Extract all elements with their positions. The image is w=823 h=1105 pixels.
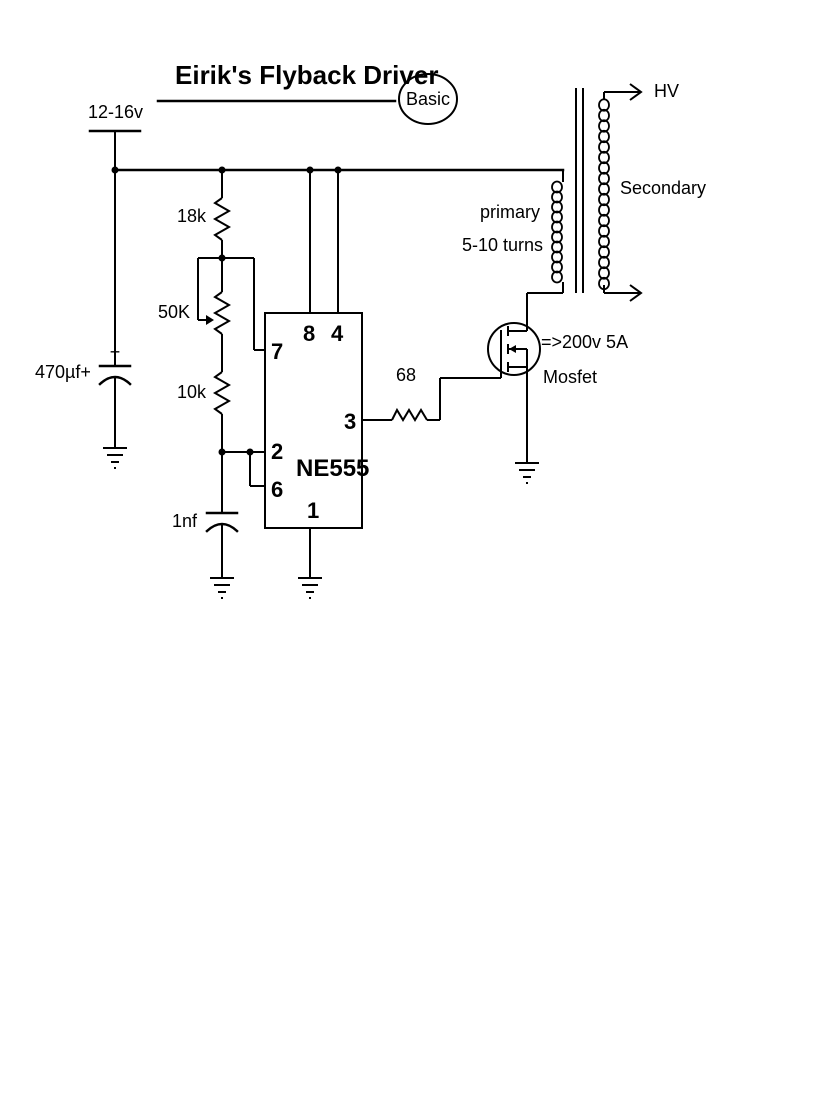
ic-ne555-label: NE555 bbox=[296, 455, 369, 482]
coil-loop bbox=[598, 140, 610, 154]
badge-outline bbox=[398, 73, 458, 125]
coil-loop bbox=[551, 240, 563, 254]
resistor-18k-label: 18k bbox=[177, 206, 207, 226]
coil-loop bbox=[598, 203, 610, 217]
coil-loop bbox=[551, 270, 563, 284]
pot-wiper-arrow-icon bbox=[206, 315, 214, 325]
ground-symbol bbox=[210, 577, 234, 599]
secondary-return-arrow-icon bbox=[629, 284, 643, 302]
coil-loop bbox=[598, 255, 610, 270]
primary-turns-label: 5-10 turns bbox=[462, 235, 543, 255]
resistor-68-label: 68 bbox=[396, 365, 416, 385]
potentiometer-50k bbox=[212, 291, 232, 335]
cap-bulk-label: 470µf+ bbox=[35, 362, 91, 382]
pin-8-label: 8 bbox=[303, 321, 315, 346]
coil-loop bbox=[551, 230, 563, 244]
resistor-68 bbox=[391, 407, 428, 422]
coil-loop bbox=[551, 250, 563, 264]
primary-label: primary bbox=[480, 202, 540, 222]
coil-loop bbox=[598, 150, 610, 165]
coil-loop bbox=[551, 180, 563, 194]
secondary-label: Secondary bbox=[620, 178, 706, 198]
secondary-winding bbox=[598, 98, 610, 291]
coil-loop bbox=[551, 190, 563, 204]
hv-output-arrow-icon bbox=[629, 83, 643, 101]
coil-loop bbox=[598, 234, 610, 249]
pin-4-label: 4 bbox=[331, 321, 344, 346]
coil-loop bbox=[598, 171, 610, 186]
coil-loop bbox=[598, 192, 610, 207]
mosfet-symbol bbox=[487, 293, 541, 378]
coil-loop bbox=[551, 200, 563, 214]
coil-loop bbox=[598, 129, 610, 144]
cap-timing-label: 1nf bbox=[172, 511, 198, 531]
coil-loop bbox=[598, 245, 610, 259]
ground-symbol bbox=[298, 577, 322, 599]
coil-loop bbox=[598, 119, 610, 133]
pin-3-label: 3 bbox=[344, 409, 356, 434]
potentiometer-50k-label: 50K bbox=[158, 302, 190, 322]
pin-7-label: 7 bbox=[271, 339, 283, 364]
resistor-10k bbox=[212, 371, 232, 415]
coil-loop bbox=[551, 260, 563, 274]
badge-label: Basic bbox=[406, 89, 450, 109]
coil-loop bbox=[598, 161, 610, 175]
coil-loop bbox=[598, 213, 610, 228]
pin-6-label: 6 bbox=[271, 477, 283, 502]
ground-symbol bbox=[103, 447, 127, 469]
mosfet-rating-label: =>200v 5A bbox=[541, 332, 628, 352]
primary-winding bbox=[551, 180, 563, 284]
supply-label: 12-16v bbox=[88, 102, 143, 122]
diagram-title: Eirik's Flyback Driver bbox=[175, 60, 438, 90]
coil-loop bbox=[598, 182, 610, 196]
coil-loop bbox=[551, 210, 563, 224]
resistor-18k bbox=[212, 197, 232, 241]
pin-1-label: 1 bbox=[307, 498, 319, 523]
coil-loop bbox=[598, 266, 610, 280]
resistor-10k-label: 10k bbox=[177, 382, 207, 402]
coil-loop bbox=[598, 108, 610, 123]
coil-loop bbox=[598, 224, 610, 238]
cap-bulk-plus-sign: + bbox=[110, 342, 121, 362]
coil-loop bbox=[551, 220, 563, 234]
mosfet-label: Mosfet bbox=[543, 367, 597, 387]
pin-2-label: 2 bbox=[271, 439, 283, 464]
hv-output-label: HV bbox=[654, 81, 679, 101]
ground-symbol bbox=[515, 462, 539, 484]
